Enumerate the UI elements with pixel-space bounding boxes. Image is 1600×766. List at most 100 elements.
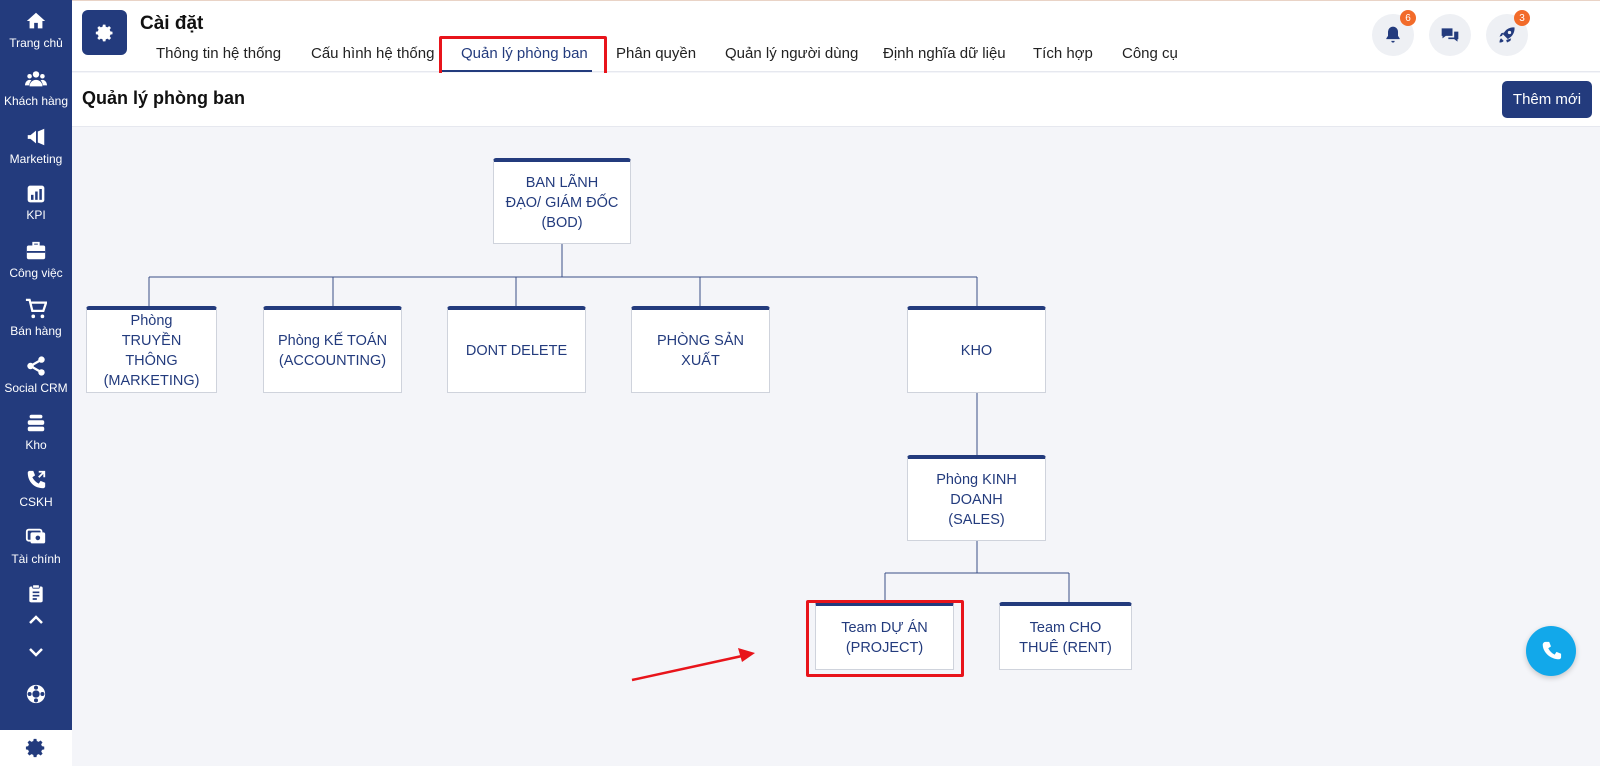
chevron-up-icon[interactable] [24,608,48,632]
sidebar-item-label: KPI [26,208,46,222]
org-node-label: Phòng TRUYỀN THÔNG (MARKETING) [95,311,208,391]
phone-icon [27,470,46,489]
sidebar-item-label: Khách hàng [3,94,69,108]
tab-permissions[interactable]: Phân quyền [616,45,697,62]
sidebar-item-warehouse[interactable]: Kho [0,410,72,468]
users-icon [25,71,47,87]
chat-icon [1441,28,1459,42]
clipboard-icon[interactable] [24,582,48,606]
active-tab-underline [440,70,592,72]
org-node-label: PHÒNG SẢN XUẤT [657,331,744,371]
red-arrow [631,648,755,682]
org-node-line: XUẤT [681,353,720,369]
org-node-line: PHÒNG SẢN [656,333,744,349]
notification-badge: 6 [1400,10,1416,26]
call-button[interactable] [1526,626,1576,676]
messages-button[interactable] [1429,14,1471,56]
sidebar-item-label: Kho [25,438,47,452]
org-node-project[interactable]: Team DỰ ÁN (PROJECT) [815,602,954,670]
money-icon [25,528,46,544]
gear-icon [95,24,112,41]
tab-system-info[interactable]: Thông tin hệ thống [156,45,282,62]
tab-department-management[interactable]: Quản lý phòng ban [461,45,588,62]
org-node-rent[interactable]: Team CHO THUÊ (RENT) [999,602,1132,670]
org-node-line: (SALES) [948,511,1005,528]
tab-integration[interactable]: Tích hợp [1033,45,1093,62]
org-node-line: BAN LÃNH [525,174,599,191]
phone-icon [1542,641,1562,660]
sidebar-item-label: CSKH [19,495,53,509]
org-node-line: (MARKETING) [103,373,200,389]
sidebar-item-kpi[interactable]: KPI [0,182,72,240]
org-node-line: (ACCOUNTING) [278,353,387,369]
rocket-button[interactable]: 3 [1486,10,1530,56]
org-node-label: Team DỰ ÁN (PROJECT) [841,618,928,658]
sidebar-item-label: Bán hàng [10,324,62,338]
sidebar-item-settings[interactable] [0,730,72,766]
sidebar-item-label: Công việc [9,266,63,280]
org-node-line: Phòng KẾ TOÁN [277,333,388,349]
sidebar-item-marketing[interactable]: Marketing [0,124,72,182]
sidebar-item-home[interactable]: Trang chủ [0,8,72,66]
org-node-line: TRUYỀN THÔNG [121,333,182,369]
sidebar-item-label: Social CRM [4,381,68,395]
chevron-down-icon[interactable] [24,640,48,664]
sidebar: Trang chủ Khách hàng Marketing KPI Công … [0,0,72,766]
tab-user-management[interactable]: Quản lý người dùng [725,45,859,62]
org-node-sales[interactable]: Phòng KINH DOANH (SALES) [907,455,1046,541]
sidebar-item-tasks[interactable]: Công việc [0,238,72,296]
org-node-production[interactable]: PHÒNG SẢN XUẤT [631,306,770,393]
highlight-box-project [806,600,964,677]
org-node-line: Team DỰ ÁN [841,619,928,636]
org-node-line: KHO [960,343,993,359]
sidebar-item-sales[interactable]: Bán hàng [0,296,72,354]
warehouse-icon [27,414,45,432]
top-header: Cài đặt Thông tin hệ thống Cấu hình hệ t… [72,0,1600,72]
org-node-line: Phòng [130,313,173,329]
megaphone-icon [27,128,45,146]
page-section-title: Cài đặt [140,13,204,34]
org-node-kho[interactable]: KHO [907,306,1046,393]
sidebar-item-label: Trang chủ [9,36,63,50]
org-node-line: Phòng KINH [936,471,1017,488]
org-node-accounting[interactable]: Phòng KẾ TOÁN (ACCOUNTING) [263,306,402,393]
org-node-label: BAN LÃNH ĐẠO/ GIÁM ĐỐC (BOD) [506,173,619,233]
org-node-label: Team CHO THUÊ (RENT) [1019,618,1112,658]
rocket-icon [1499,27,1515,43]
org-node-marketing[interactable]: Phòng TRUYỀN THÔNG (MARKETING) [86,306,217,393]
add-new-button[interactable]: Thêm mới [1502,81,1592,118]
org-node-bod[interactable]: BAN LÃNH ĐẠO/ GIÁM ĐỐC (BOD) [493,158,631,244]
sidebar-item-social-crm[interactable]: Social CRM [0,353,72,411]
briefcase-icon [26,241,46,260]
org-node-line: DOANH [950,491,1003,508]
org-node-line: (PROJECT) [845,639,924,656]
org-node-label: Phòng KINH DOANH (SALES) [936,470,1017,530]
org-node-line: ĐẠO/ GIÁM ĐỐC [505,194,619,211]
tab-tools[interactable]: Công cụ [1122,45,1178,62]
tab-system-config[interactable]: Cấu hình hệ thống [311,45,435,62]
rocket-badge: 3 [1514,10,1530,26]
org-node-line: (BOD) [541,214,583,231]
gear-icon [25,738,45,758]
sidebar-item-customers[interactable]: Khách hàng [0,66,72,124]
org-node-line: DONT DELETE [465,343,568,359]
page-title: Quản lý phòng ban [82,88,245,108]
cart-icon [25,298,47,319]
sidebar-item-finance[interactable]: Tài chính [0,524,72,582]
sidebar-item-label: Tài chính [11,552,61,566]
org-node-dont-delete[interactable]: DONT DELETE [447,306,586,393]
share-icon [27,356,45,376]
support-icon[interactable] [24,682,48,706]
bell-icon [1386,26,1400,43]
sidebar-item-cskh[interactable]: CSKH [0,467,72,525]
org-node-line: Team CHO [1029,619,1102,636]
notifications-button[interactable]: 6 [1372,10,1416,56]
chart-icon [27,185,45,203]
sidebar-item-label: Marketing [9,152,63,166]
settings-gear-button[interactable] [82,10,127,55]
org-node-line: THUÊ (RENT) [1019,639,1112,656]
tab-data-definition[interactable]: Định nghĩa dữ liệu [883,45,1006,62]
home-icon [26,12,46,29]
org-node-label: Phòng KẾ TOÁN (ACCOUNTING) [278,331,387,371]
page-header: Quản lý phòng ban Thêm mới [72,73,1600,127]
